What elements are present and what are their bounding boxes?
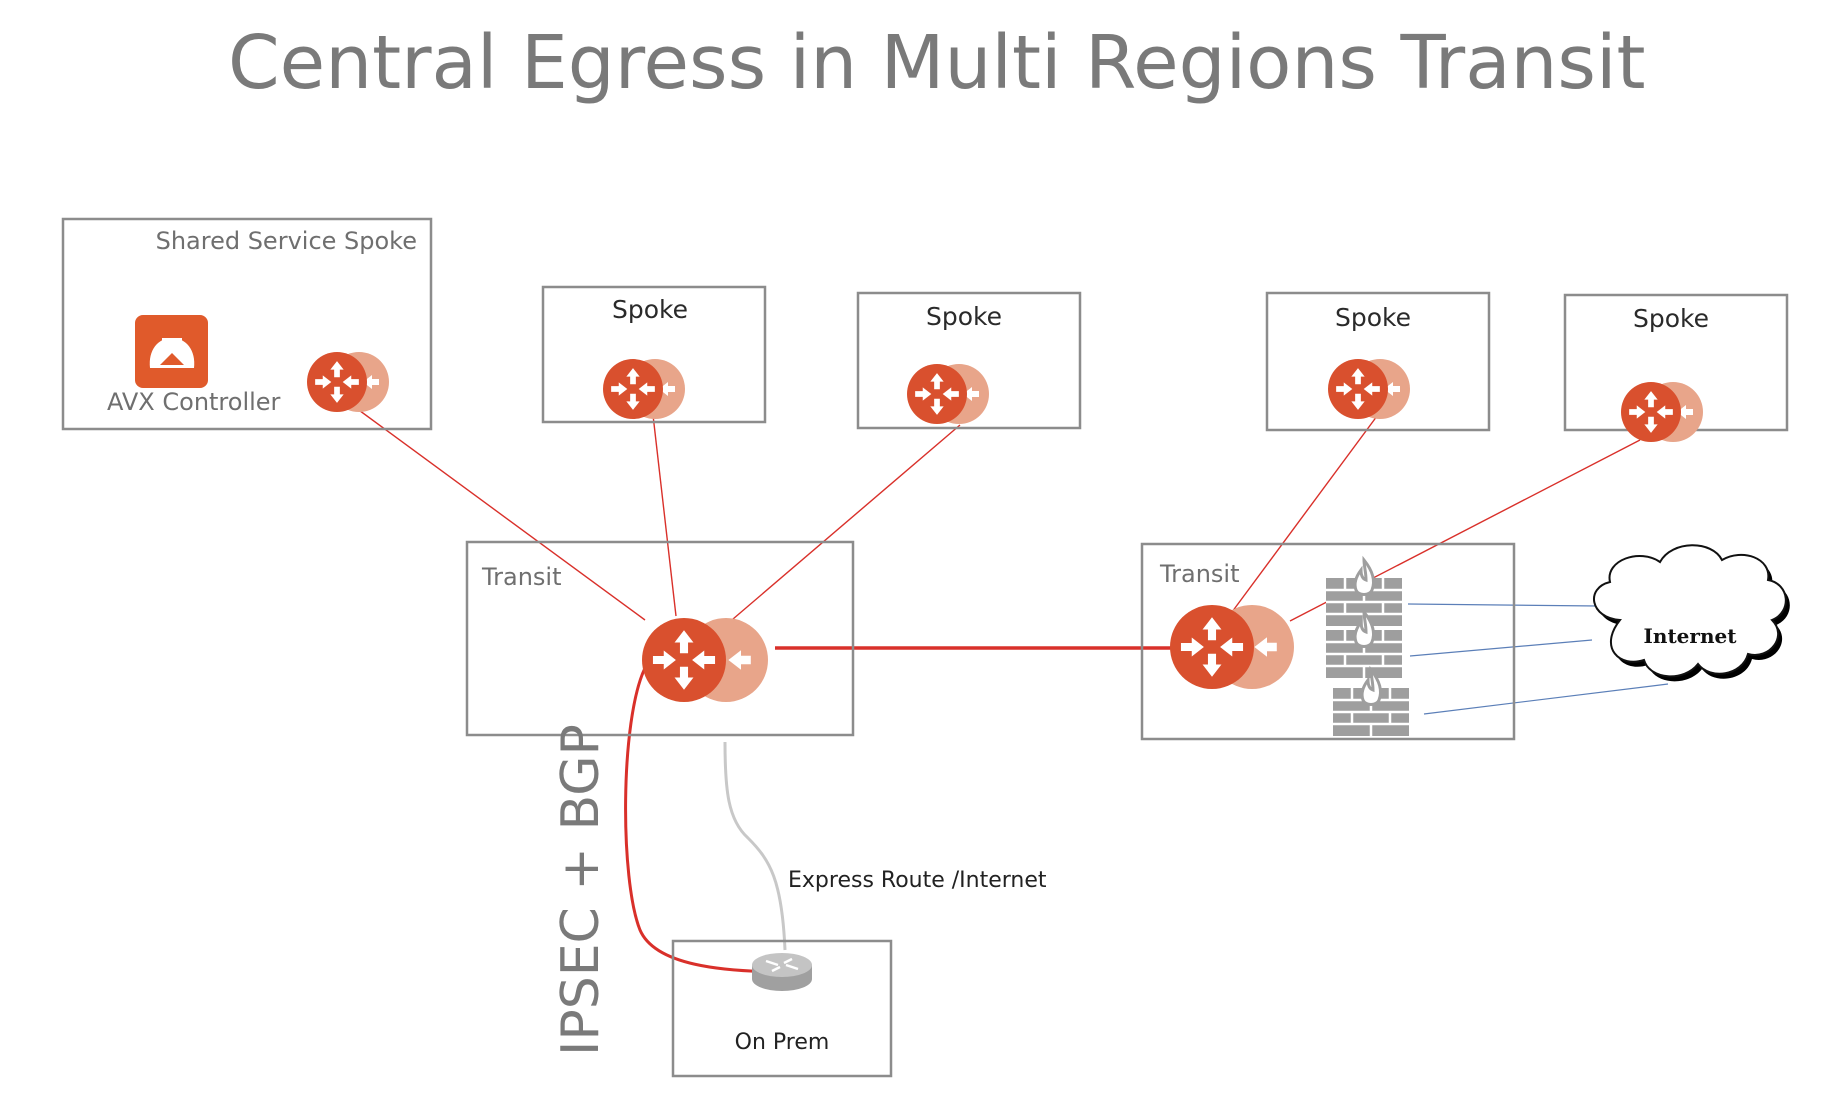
on-prem-label: On Prem bbox=[735, 1030, 830, 1055]
spoke-label-1: Spoke bbox=[612, 295, 688, 324]
avx-controller-icon[interactable] bbox=[135, 315, 208, 388]
spoke-label-4: Spoke bbox=[1633, 304, 1709, 333]
link-spoke2-to-transit-left bbox=[725, 424, 961, 626]
transit-label-left: Transit bbox=[481, 563, 562, 591]
links bbox=[351, 404, 1669, 974]
transit-gateway-icon-left[interactable] bbox=[642, 618, 768, 702]
spoke-box-3: Spoke bbox=[1265, 291, 1491, 432]
transit-label-right: Transit bbox=[1159, 560, 1240, 588]
transit-box-left: Transit bbox=[465, 540, 855, 737]
link-spoke3-to-transit-right bbox=[1231, 411, 1381, 613]
ipsec-bgp-label: IPSEC + BGP bbox=[551, 724, 611, 1056]
on-prem-router-icon[interactable] bbox=[752, 953, 812, 991]
link-fw2-to-internet bbox=[1409, 639, 1593, 657]
shared-service-spoke-label: Shared Service Spoke bbox=[156, 227, 417, 255]
express-route-label: Express Route /Internet bbox=[788, 868, 1047, 893]
spoke-gateway-icon-1[interactable] bbox=[603, 359, 685, 419]
link-shared-to-transit-left bbox=[351, 404, 646, 621]
spoke-label-3: Spoke bbox=[1335, 303, 1411, 332]
spoke-gateway-icon-4[interactable] bbox=[1621, 382, 1703, 442]
spoke-gateway-icon-3[interactable] bbox=[1328, 359, 1410, 419]
link-fw1-to-internet bbox=[1407, 603, 1599, 607]
link-express-route bbox=[723, 741, 787, 951]
shared-spoke-gateway-icon[interactable] bbox=[307, 352, 389, 412]
spoke-gateway-icon-2[interactable] bbox=[907, 364, 989, 424]
link-fw3-to-internet bbox=[1423, 683, 1669, 715]
link-spoke1-to-transit-left bbox=[652, 414, 677, 617]
internet-label: Internet bbox=[1644, 624, 1738, 648]
firewall-icon-3[interactable] bbox=[1331, 668, 1411, 738]
spoke-box-4: Spoke bbox=[1563, 293, 1789, 442]
shared-service-spoke-box: Shared Service Spoke AVX Controller bbox=[61, 217, 433, 431]
on-prem-box: On Prem bbox=[671, 939, 893, 1078]
transit-box-right: Transit bbox=[1140, 542, 1516, 741]
spoke-box-1: Spoke bbox=[541, 285, 767, 424]
spoke-box-2: Spoke bbox=[856, 291, 1082, 430]
link-ipsec-bgp bbox=[624, 667, 791, 974]
avx-controller-label: AVX Controller bbox=[107, 388, 281, 416]
transit-gateway-icon-right[interactable] bbox=[1170, 605, 1294, 689]
spoke-label-2: Spoke bbox=[926, 302, 1002, 331]
internet-cloud[interactable]: Internet bbox=[1593, 544, 1790, 682]
page-title: Central Egress in Multi Regions Transit bbox=[228, 20, 1646, 106]
